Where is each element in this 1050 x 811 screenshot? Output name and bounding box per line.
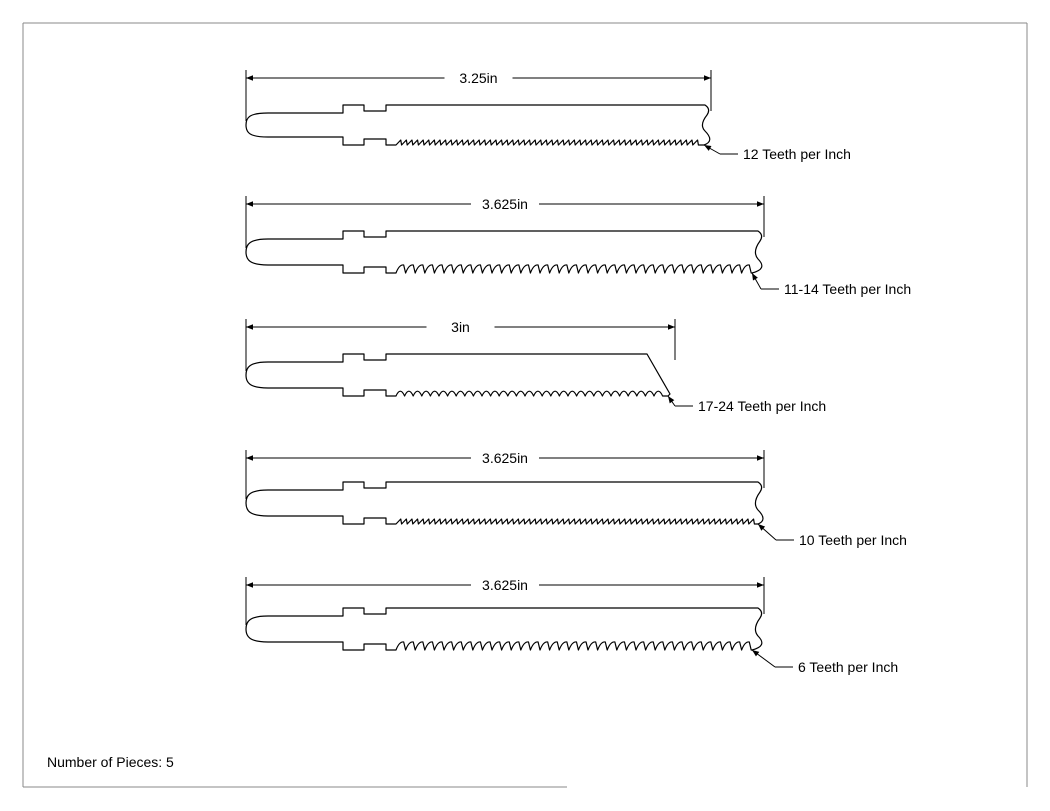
dimension-line [245, 577, 765, 625]
blade-outline [245, 104, 711, 146]
dimension-text: 3.625in [482, 577, 528, 593]
leader-line [757, 523, 794, 541]
blade-profile [245, 481, 764, 525]
dimension-line [245, 319, 676, 371]
dimension-text: 3.25in [459, 70, 497, 86]
teeth-per-inch-label: 10 Teeth per Inch [799, 532, 907, 548]
blade-outline [245, 481, 764, 525]
leader-line [751, 649, 793, 668]
blade-outline [245, 353, 671, 397]
blade-profile [245, 607, 763, 651]
dimension-text: 3.625in [482, 450, 528, 466]
number-of-pieces-note: Number of Pieces: 5 [47, 754, 174, 770]
teeth-per-inch-label: 12 Teeth per Inch [743, 146, 851, 162]
blade-profile [245, 104, 711, 146]
blade-drawing-1: 3.25in 12 Teeth per Inch [245, 70, 851, 162]
leader-line [751, 272, 779, 290]
dimension-line [245, 196, 765, 248]
blade-drawing-5: 3.625in 6 Teeth per Inch [245, 577, 898, 675]
sheet-border [22, 22, 1028, 788]
leader-line [703, 144, 738, 155]
dimension-text: 3.625in [482, 196, 528, 212]
dimension-line [245, 450, 765, 499]
blade-drawing-2: 3.625in 11-14 Teeth per Inch [245, 196, 911, 297]
blade-drawing-4: 3.625in 10 Teeth per Inch [245, 450, 907, 548]
blade-outline [245, 607, 763, 651]
blade-drawing-3: 3in 17-24 Teeth per Inch [245, 319, 826, 414]
leader-line [667, 395, 693, 407]
dimension-text: 3in [451, 319, 470, 335]
blade-profile [245, 353, 671, 397]
dimension-line [245, 70, 712, 121]
blade-outline [245, 230, 763, 274]
teeth-per-inch-label: 11-14 Teeth per Inch [784, 281, 911, 297]
blade-profile [245, 230, 763, 274]
teeth-per-inch-label: 17-24 Teeth per Inch [698, 398, 826, 414]
teeth-per-inch-label: 6 Teeth per Inch [798, 659, 898, 675]
